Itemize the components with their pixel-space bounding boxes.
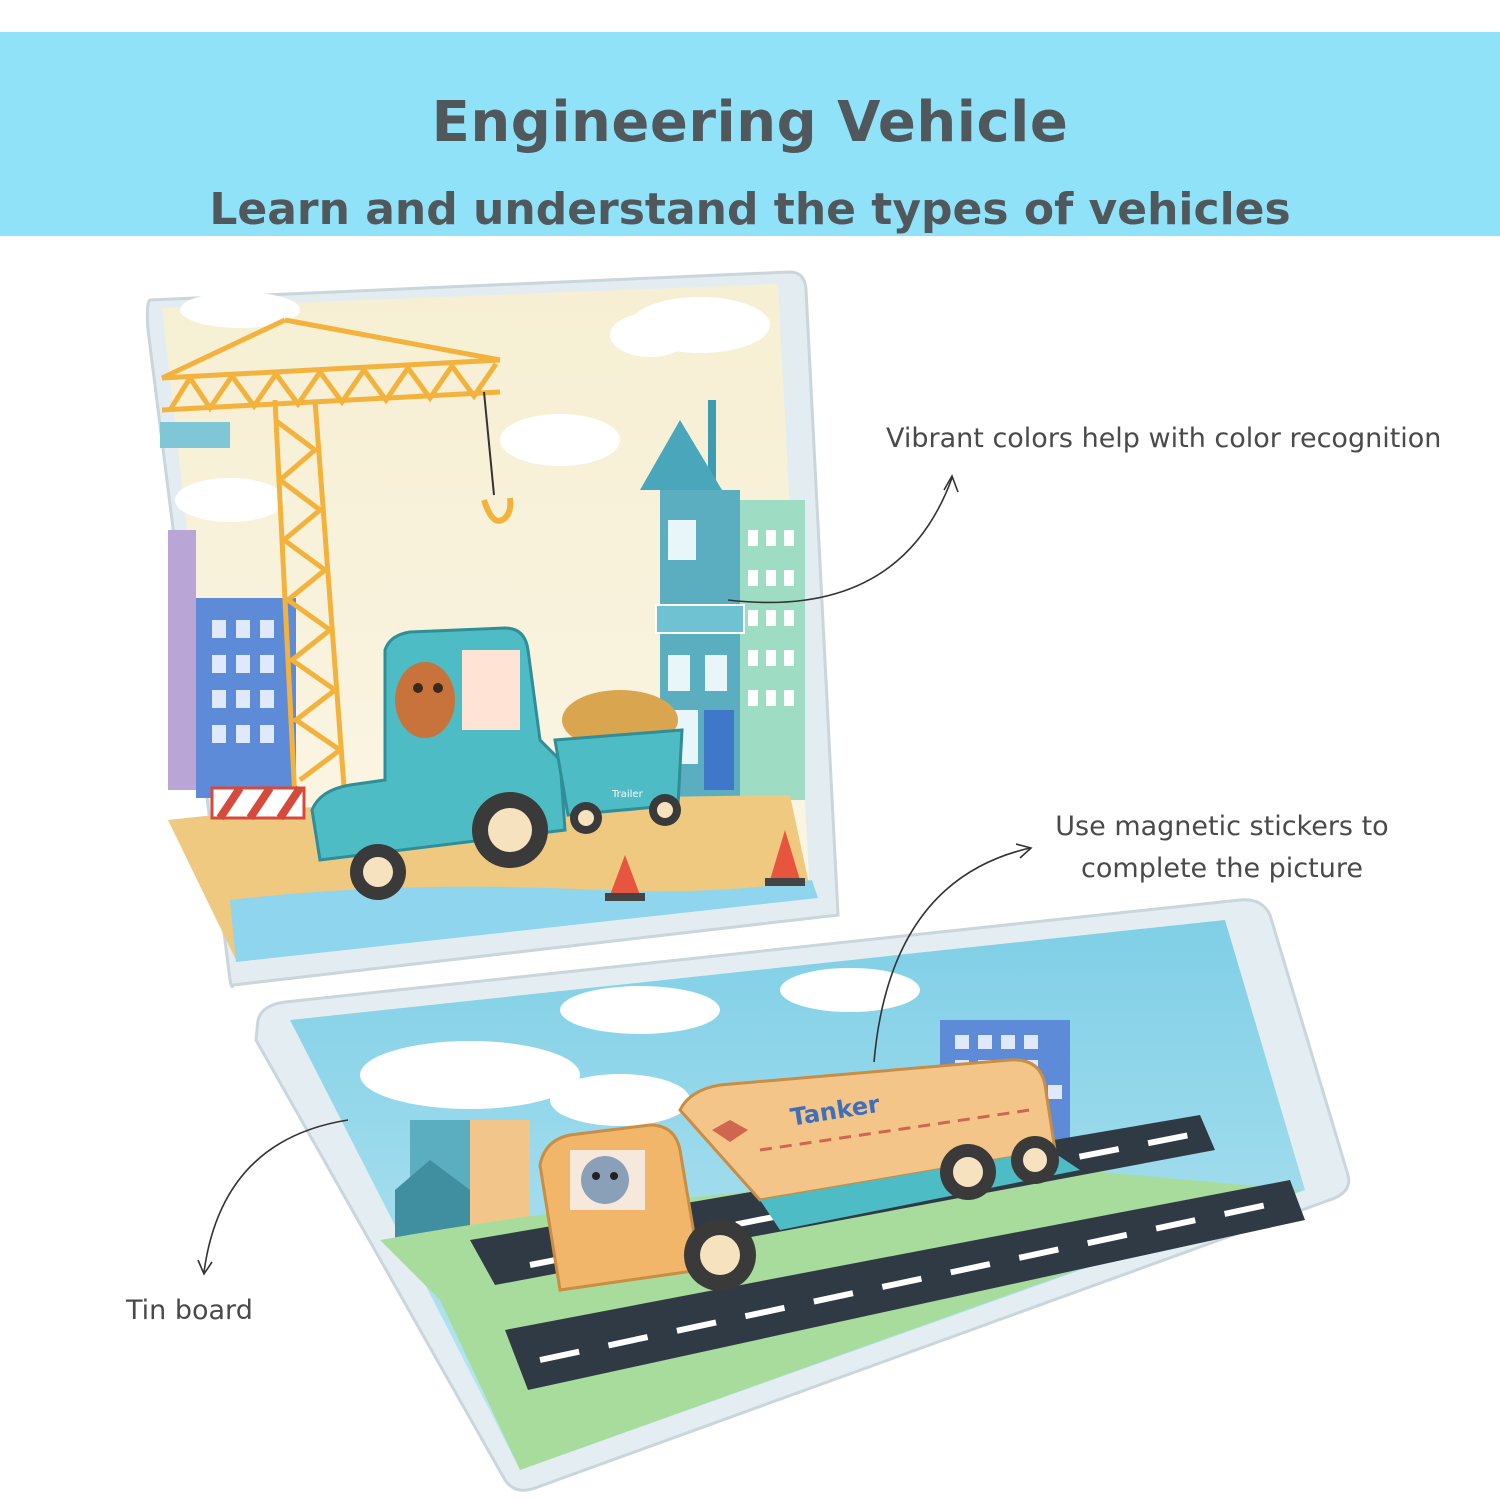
squirrel-driver (395, 662, 455, 738)
callout-magnetic-line2: complete the picture (1081, 853, 1363, 884)
tin-board-scene: Tanker (290, 920, 1305, 1470)
tin-lid: Trailer (145, 270, 840, 989)
tractor-sticker[interactable] (310, 626, 567, 900)
page-title: Engineering Vehicle (431, 90, 1069, 155)
water (230, 880, 818, 962)
arrow-tin (203, 1119, 349, 1273)
cloud (175, 478, 285, 522)
crane-hook (481, 497, 514, 524)
trailer-label: Trailer (611, 789, 644, 800)
cloud (560, 986, 720, 1034)
arrow-colors (727, 477, 953, 604)
header-banner: Engineering Vehicle Learn and understand… (0, 32, 1500, 236)
arrow-magnets (873, 847, 1031, 1063)
building (470, 1120, 530, 1230)
traffic-cone (610, 855, 640, 895)
koala-driver (581, 1156, 629, 1204)
page-subtitle: Learn and understand the types of vehicl… (209, 184, 1291, 235)
callout-vibrant-colors: Vibrant colors help with color recogniti… (886, 423, 1442, 454)
tin-base: Tanker (254, 898, 1351, 1492)
construction-scene: Trailer (160, 284, 818, 962)
crane (160, 317, 501, 801)
cloud (780, 968, 920, 1012)
trailer-sticker[interactable]: Trailer (553, 690, 684, 834)
cloud (360, 1041, 580, 1109)
callout-magnetic-stickers: Use magnetic stickers to complete the pi… (1030, 806, 1414, 890)
building (168, 530, 196, 790)
tanker-sticker[interactable]: Tanker (538, 1058, 1080, 1292)
tower-roof (640, 420, 722, 490)
callout-tin-board: Tin board (126, 1295, 253, 1326)
cloud (500, 414, 620, 466)
callout-magnetic-line1: Use magnetic stickers to (1055, 811, 1389, 842)
cloud (180, 292, 300, 328)
traffic-cone (770, 830, 800, 880)
